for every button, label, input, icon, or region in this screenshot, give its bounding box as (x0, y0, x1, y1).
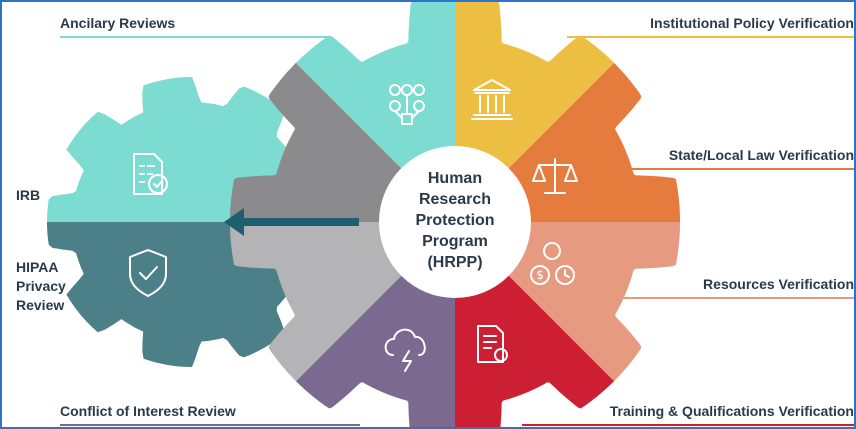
center-line-5: (HRPP) (427, 254, 482, 271)
underline-state-local (614, 168, 854, 170)
label-hipaa-line-1: HIPAA (16, 259, 59, 275)
label-state-local-law: State/Local Law Verification (668, 147, 854, 163)
certificate-document-icon (477, 325, 508, 363)
svg-text:$: $ (536, 268, 544, 282)
label-resources: Resources Verification (703, 276, 854, 292)
label-hipaa-line-3: Review (16, 297, 65, 313)
underline-ancillary (60, 36, 330, 38)
label-training-qualifications: Training & Qualifications Verification (609, 403, 854, 419)
center-title: Human Research Protection Program (HRPP) (415, 170, 494, 271)
org-chart-icon (389, 84, 425, 125)
center-hub (379, 146, 531, 298)
underline-training (522, 424, 854, 426)
center-line-1: Human (428, 170, 482, 187)
storm-cloud-icon (384, 328, 426, 372)
underline-conflict (60, 424, 360, 426)
label-hipaa-line-2: Privacy (16, 278, 66, 294)
center-line-2: Research (419, 191, 491, 208)
center-line-3: Protection (415, 212, 494, 229)
label-conflict-of-interest: Conflict of Interest Review (60, 403, 236, 419)
label-ancillary-reviews: Ancilary Reviews (60, 15, 176, 31)
underline-institutional (567, 36, 854, 38)
shield-check-icon (129, 249, 167, 297)
money-time-resources-icon: $ (530, 242, 575, 285)
checklist-document-icon (133, 153, 168, 195)
scales-of-justice-icon (532, 158, 578, 194)
center-line-4: Program (422, 233, 488, 250)
label-irb: IRB (16, 187, 41, 203)
arrow-left-icon (224, 208, 359, 236)
label-hipaa-privacy-review: HIPAA Privacy Review (16, 258, 66, 315)
underline-resources (614, 297, 854, 299)
label-institutional-policy: Institutional Policy Verification (650, 15, 854, 31)
institution-building-icon (471, 79, 513, 120)
